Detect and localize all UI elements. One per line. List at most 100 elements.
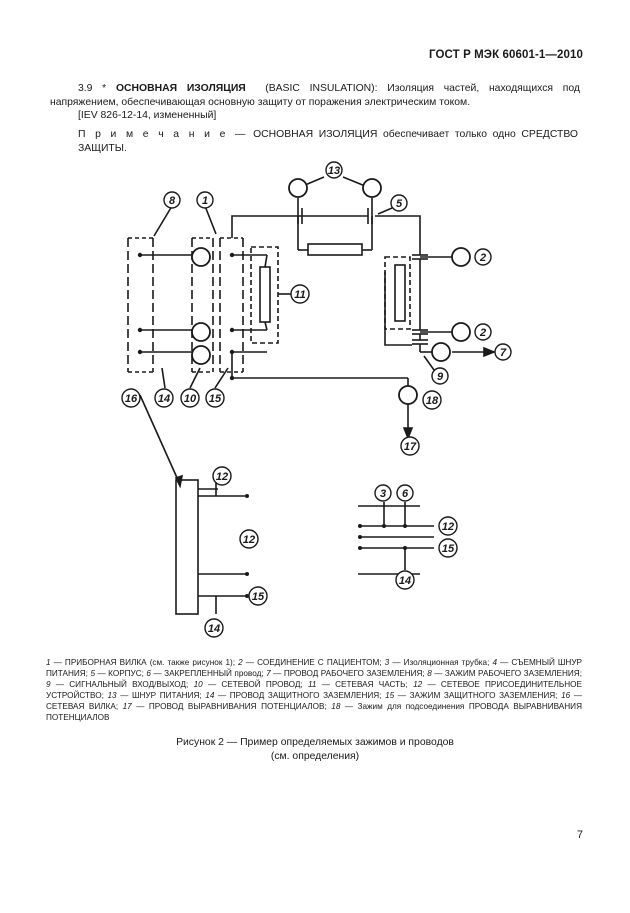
legend-number: 9 [46, 680, 51, 689]
legend-text: — ШНУР ПИТАНИЯ; [116, 691, 206, 700]
legend-number: 16 [561, 691, 571, 700]
callout-14b-text: 14 [208, 623, 220, 635]
legend-number: 12 [413, 680, 423, 689]
clause-3-9: 3.9 * ОСНОВНАЯ ИЗОЛЯЦИЯ (BASIC INSULATIO… [50, 82, 580, 110]
legend-number: 3 [384, 658, 390, 667]
legend-number: 11 [307, 680, 317, 689]
legend-text: — Изоляционная трубка; [389, 658, 493, 667]
callout-13-text: 12 [216, 471, 228, 483]
callout-8: 9 [431, 367, 449, 385]
legend-text: — КОРПУС; [95, 669, 147, 678]
callout-12b-text: 12 [442, 521, 454, 533]
legend-text: — СЪЕМНЫЙ ШНУР ПИТАНИЯ; [46, 658, 582, 678]
legend-number: 18 [331, 702, 341, 711]
callout-5: 5 [390, 194, 408, 212]
callout-7-text: 7 [500, 347, 507, 359]
callout-2b-text: 2 [479, 327, 486, 339]
callout-9-text: 13 [328, 165, 340, 177]
terminals-and-conductors-figure: 1 8 13 5 2 2 7 9 11 16 14 10 15 18 17 12… [121, 161, 512, 638]
legend-text: — ПРИБОРНАЯ ВИЛКА (см. также рисунок 1); [50, 658, 239, 667]
callout-9: 13 [325, 161, 343, 179]
callout-17: 17 [400, 436, 420, 456]
callout-17-text: 17 [404, 441, 417, 453]
clause-note: П р и м е ч а н и е — ОСНОВНАЯ ИЗОЛЯЦИЯ … [78, 128, 578, 156]
callout-5-text: 5 [396, 198, 403, 210]
callout-4: 8 [163, 191, 181, 209]
clause-term: ОСНОВНАЯ ИЗОЛЯЦИЯ [115, 83, 246, 94]
callout-12b: 12 [438, 516, 458, 536]
document-header: ГОСТ Р МЭК 60601-1—2010 [429, 49, 583, 61]
callout-6-text: 6 [402, 488, 409, 500]
legend-number: 15 [385, 691, 395, 700]
legend-text: — ЗАЖИМ ЗАЩИТНОГО ЗАЗЕМЛЕНИЯ; [394, 691, 562, 700]
callout-2a: 2 [474, 248, 492, 266]
callout-4-text: 8 [169, 195, 176, 207]
figure-caption: Рисунок 2 — Пример определяемых зажимов … [0, 736, 630, 763]
clause-source: [IEV 826-12-14, измененный] [78, 110, 217, 121]
legend-number: 1 [46, 658, 51, 667]
legend-number: 17 [122, 702, 132, 711]
legend-text: — ПРОВОД ЗАЩИТНОГО ЗАЗЕМЛЕНИЯ; [214, 691, 386, 700]
callout-15a-text: 15 [209, 393, 222, 405]
callout-11-text: 11 [294, 289, 305, 301]
caption-line-1: Рисунок 2 — Пример определяемых зажимов … [176, 737, 454, 748]
legend-text: — СЕТЕВОЙ ПРОВОД; [202, 680, 308, 689]
legend-text: — Зажим для подсоединения ПРОВОДА ВЫРАВН… [46, 702, 582, 722]
legend-text: — СИГНАЛЬНЫЙ ВХОД/ВЫХОД; [50, 680, 194, 689]
callout-1-text: 1 [202, 195, 208, 207]
callout-7: 7 [494, 343, 512, 361]
legend-text: — ПРОВОД ВЫРАВНИВАНИЯ ПОТЕНЦИАЛОВ; [131, 702, 332, 711]
legend-number: 14 [205, 691, 215, 700]
callout-18: 18 [422, 390, 442, 410]
callout-18-text: 18 [426, 395, 439, 407]
legend-text: — СОЕДИНЕНИЕ С ПАЦИЕНТОМ; [242, 658, 385, 667]
callout-12: 12 [239, 529, 259, 549]
callout-14b: 14 [204, 618, 224, 638]
callout-10: 10 [180, 388, 200, 408]
callout-12-text: 12 [243, 534, 255, 546]
callout-15a: 15 [205, 388, 225, 408]
callout-10-text: 10 [184, 393, 197, 405]
legend-number: 7 [266, 669, 271, 678]
caption-line-2: (см. определения) [270, 750, 360, 762]
callout-14c: 14 [395, 570, 415, 590]
callout-6: 6 [396, 484, 414, 502]
callout-13: 12 [212, 466, 232, 486]
legend-number: 10 [193, 680, 203, 689]
page-number: 7 [576, 829, 583, 841]
clause-definition: Изоляция частей, находящихся под напряже… [50, 83, 580, 108]
legend-text: — СЕТЕВОЕ ПРИСОЕДИНИТЕЛЬНОЕ УСТРОЙСТВО; [46, 680, 582, 700]
legend-number: 6 [146, 669, 151, 678]
legend-number: 5 [90, 669, 95, 678]
callout-2b: 2 [474, 323, 492, 341]
figure-legend: 1 — ПРИБОРНАЯ ВИЛКА (см. также рисунок 1… [46, 657, 582, 723]
callout-2a-text: 2 [479, 252, 486, 264]
legend-text: — ЗАКРЕПЛЕННЫЙ провод; [150, 669, 267, 678]
note-label: П р и м е ч а н и е — [78, 129, 248, 140]
legend-number: 13 [107, 691, 117, 700]
callout-11: 11 [290, 284, 310, 304]
note-text: ОСНОВНАЯ ИЗОЛЯЦИЯ обеспечивает только од… [78, 129, 578, 154]
callout-15c-text: 15 [442, 543, 455, 555]
legend-number: 4 [492, 658, 498, 667]
legend-text: — СЕТЕВАЯ ЧАСТЬ; [316, 680, 414, 689]
legend-number: 8 [427, 669, 432, 678]
callout-1: 1 [196, 191, 214, 209]
clause-term-en: (BASIC INSULATION): [265, 83, 378, 94]
legend-text: — ЗАЖИМ РАБОЧЕГО ЗАЗЕМЛЕНИЯ; [431, 669, 582, 678]
callout-14a-text: 14 [158, 393, 170, 405]
callout-3: 3 [374, 484, 392, 502]
callout-15b-text: 15 [252, 591, 265, 603]
callout-3-text: 3 [380, 488, 386, 500]
callout-16: 16 [121, 388, 141, 408]
callout-15c: 15 [438, 538, 458, 558]
legend-text: — ПРОВОД РАБОЧЕГО ЗАЗЕМЛЕНИЯ; [270, 669, 428, 678]
callout-14c-text: 14 [399, 575, 411, 587]
legend-number: 2 [238, 658, 243, 667]
legend-text: — СЕТЕВАЯ ВИЛКА; [46, 691, 582, 711]
callout-8-text: 9 [437, 371, 444, 383]
clause-number: 3.9 * [78, 83, 107, 94]
callout-16-text: 16 [125, 393, 138, 405]
callout-14a: 14 [154, 388, 174, 408]
callout-15b: 15 [248, 586, 268, 606]
